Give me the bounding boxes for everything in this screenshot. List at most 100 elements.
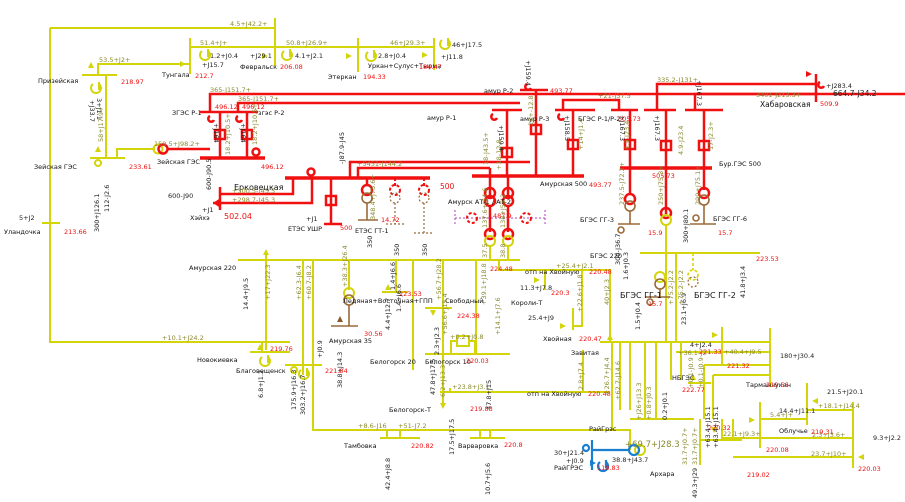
amur-r3-reactor-icon	[557, 112, 566, 121]
arrow-khab-icon	[806, 71, 812, 77]
flow-tarm-f: 49.3+J29	[691, 468, 699, 498]
flow-uland: 5+J2	[19, 214, 35, 222]
voltage-tarman-n: 220.32	[708, 424, 731, 432]
zges-at-500-winding	[157, 143, 169, 155]
flow-yadr-d: +18.1+J14.4	[818, 402, 860, 410]
etes-gt3-winding	[418, 184, 430, 196]
voltage-khab: 509.9	[820, 100, 839, 108]
line-negres-south	[703, 365, 714, 419]
voltage-amurat: 487.9	[493, 212, 512, 220]
amur-at-tertiary	[454, 210, 546, 225]
line-erk-amur-a	[348, 160, 530, 178]
blue-110-network	[581, 440, 641, 473]
amur-at2-winding-a	[501, 186, 515, 200]
voltage-amur220: 224.48	[490, 265, 513, 273]
flow-obl-b: 9.3+J2.2	[873, 434, 901, 442]
flow-amur-at3: 37.5	[481, 244, 489, 258]
label-zavit: Завитая	[571, 349, 599, 357]
bges-gg1-hv	[654, 271, 666, 283]
flow-bges-d: +14+J1.4	[577, 119, 585, 150]
flow-belogt-c: +23.8+J3.1	[452, 383, 490, 391]
flow-stvor-b: +36.1-J2	[678, 349, 707, 357]
voltage-tarman: 220.08	[766, 446, 789, 454]
label-bgesgg6: БГЭС ГГ-6	[713, 215, 747, 223]
flow-zges-v: 58+J17.9+	[97, 106, 105, 142]
flow-amur-b: 18-J43.5+	[482, 132, 490, 165]
hvoin-feed	[573, 270, 583, 327]
label-amurr3: амур Р-3	[520, 115, 549, 123]
flow-zg-sr1: +J164	[212, 123, 220, 143]
voltage-zgesr1: 496.12	[215, 103, 238, 111]
label-novokiev: Новокиевка	[197, 356, 238, 364]
flow-otp-b: 11.3+J7.8	[520, 284, 552, 292]
flow-bges-x1: +75.2-J2.2	[667, 270, 675, 305]
label-bgesgg2: БГЭС ГГ-2	[694, 291, 736, 300]
etes-gt1-bus	[358, 203, 378, 221]
voltage-raigres110: 110.83	[597, 464, 620, 472]
flow-yadr-a: 14.4+J11.1	[779, 407, 815, 415]
flow-amur-at2: 138+J55.2	[499, 194, 507, 228]
voltage-yadr: 219.31	[811, 428, 834, 436]
voltage-obluch: 220.03	[858, 465, 881, 473]
voltage-varv: 220.82	[411, 442, 434, 450]
bges-gg3-winding	[623, 192, 637, 206]
arrow-raig-icon	[590, 460, 596, 466]
line-blag-tamb	[312, 375, 612, 431]
flow-tarm-d: +63.4+J15.1	[712, 406, 720, 448]
flow-arh-b: +0.8+J0.3	[645, 387, 653, 420]
flow-top: 4.5+J42.2+	[230, 20, 268, 28]
voltage-negres: 219.56	[766, 381, 789, 389]
flow-ledn-h: 1.4+J6.6	[395, 284, 403, 312]
belog10-loop	[450, 340, 476, 354]
red-500-network	[157, 71, 905, 247]
flow-ledn: 1.4+J6.6	[389, 262, 397, 290]
arrow-yadr2-icon	[812, 398, 818, 404]
flow-khab-b: 3401-J213.3+	[756, 91, 801, 99]
bges-gg2-hv	[687, 269, 699, 281]
arrow-zavit-icon	[607, 334, 613, 340]
flow-amur220-a: 14.4+J9.5	[242, 278, 250, 310]
flow-zges-gen2: 112-J2.6	[103, 185, 111, 212]
line-zges-r2	[236, 101, 520, 112]
zg-reactor1-icon	[207, 114, 216, 123]
bges-at-220	[660, 214, 672, 226]
voltage-priz: 218.97	[121, 78, 144, 86]
flow-otp-d: 40+J2.3	[603, 279, 611, 305]
arrow-arh-icon	[711, 427, 717, 433]
voltage-zges500: 496.12	[261, 163, 284, 171]
flow-obl-a: 23.7+J10+	[811, 450, 847, 458]
label-bures500: Бур.ГЭС 500	[719, 160, 761, 168]
flow-tynda-a: 1.2+J0.4	[210, 52, 238, 60]
label-priz: Призейская	[38, 77, 78, 85]
flow-bges-gg2b: 41.8+J3.4	[739, 266, 747, 298]
flow-amur220-b: +17+J22.3	[264, 264, 272, 300]
flow-fevr-a: +J29.1	[250, 52, 272, 60]
label-bges220: БГЭС 220	[590, 252, 622, 260]
label-korolt: Короли-Т	[511, 299, 542, 307]
label-negres: Тарманчукан	[745, 381, 791, 389]
flow-bges-f: 17-J2.3+	[707, 121, 715, 150]
flow-novokiev: +10.1+J24.2	[162, 334, 204, 342]
raig-at-110	[627, 443, 641, 457]
raig-gen-icon	[581, 443, 591, 453]
arrow-svob-icon	[430, 310, 436, 316]
priz-reactor-icon	[90, 82, 102, 94]
flow-tarm-e: 22.1+J9.3+	[723, 430, 761, 438]
voltage-tynda: 212.7	[195, 72, 214, 80]
flow-raig-c: 38.8+J43.7	[612, 456, 648, 464]
etes-gt2-gen-winding	[389, 192, 401, 204]
label-tynda: Тунгала	[161, 71, 190, 79]
bges-breaker-2	[659, 139, 673, 152]
label-zges220: Зейская ГЭС	[34, 163, 77, 171]
bges-gg3-bus	[618, 211, 640, 225]
voltage-korolt: 220.3	[551, 289, 570, 297]
label-amurat: Амурск АТ-1 / АТ-2	[448, 198, 511, 206]
arrow-obl-icon	[858, 454, 864, 460]
flow-svob-a: +56.7+J28.2	[435, 258, 443, 300]
flow-bges-e2: 4.9-J23.4	[677, 126, 685, 155]
flow-bges220-b: 1.6+J0.3	[622, 252, 630, 280]
voltage-arhara-s: 219.02	[747, 471, 770, 479]
flow-svob-b: +56.6+J15.4	[441, 293, 449, 335]
flow-zavit-b: +26.7+J4.4	[603, 357, 611, 395]
